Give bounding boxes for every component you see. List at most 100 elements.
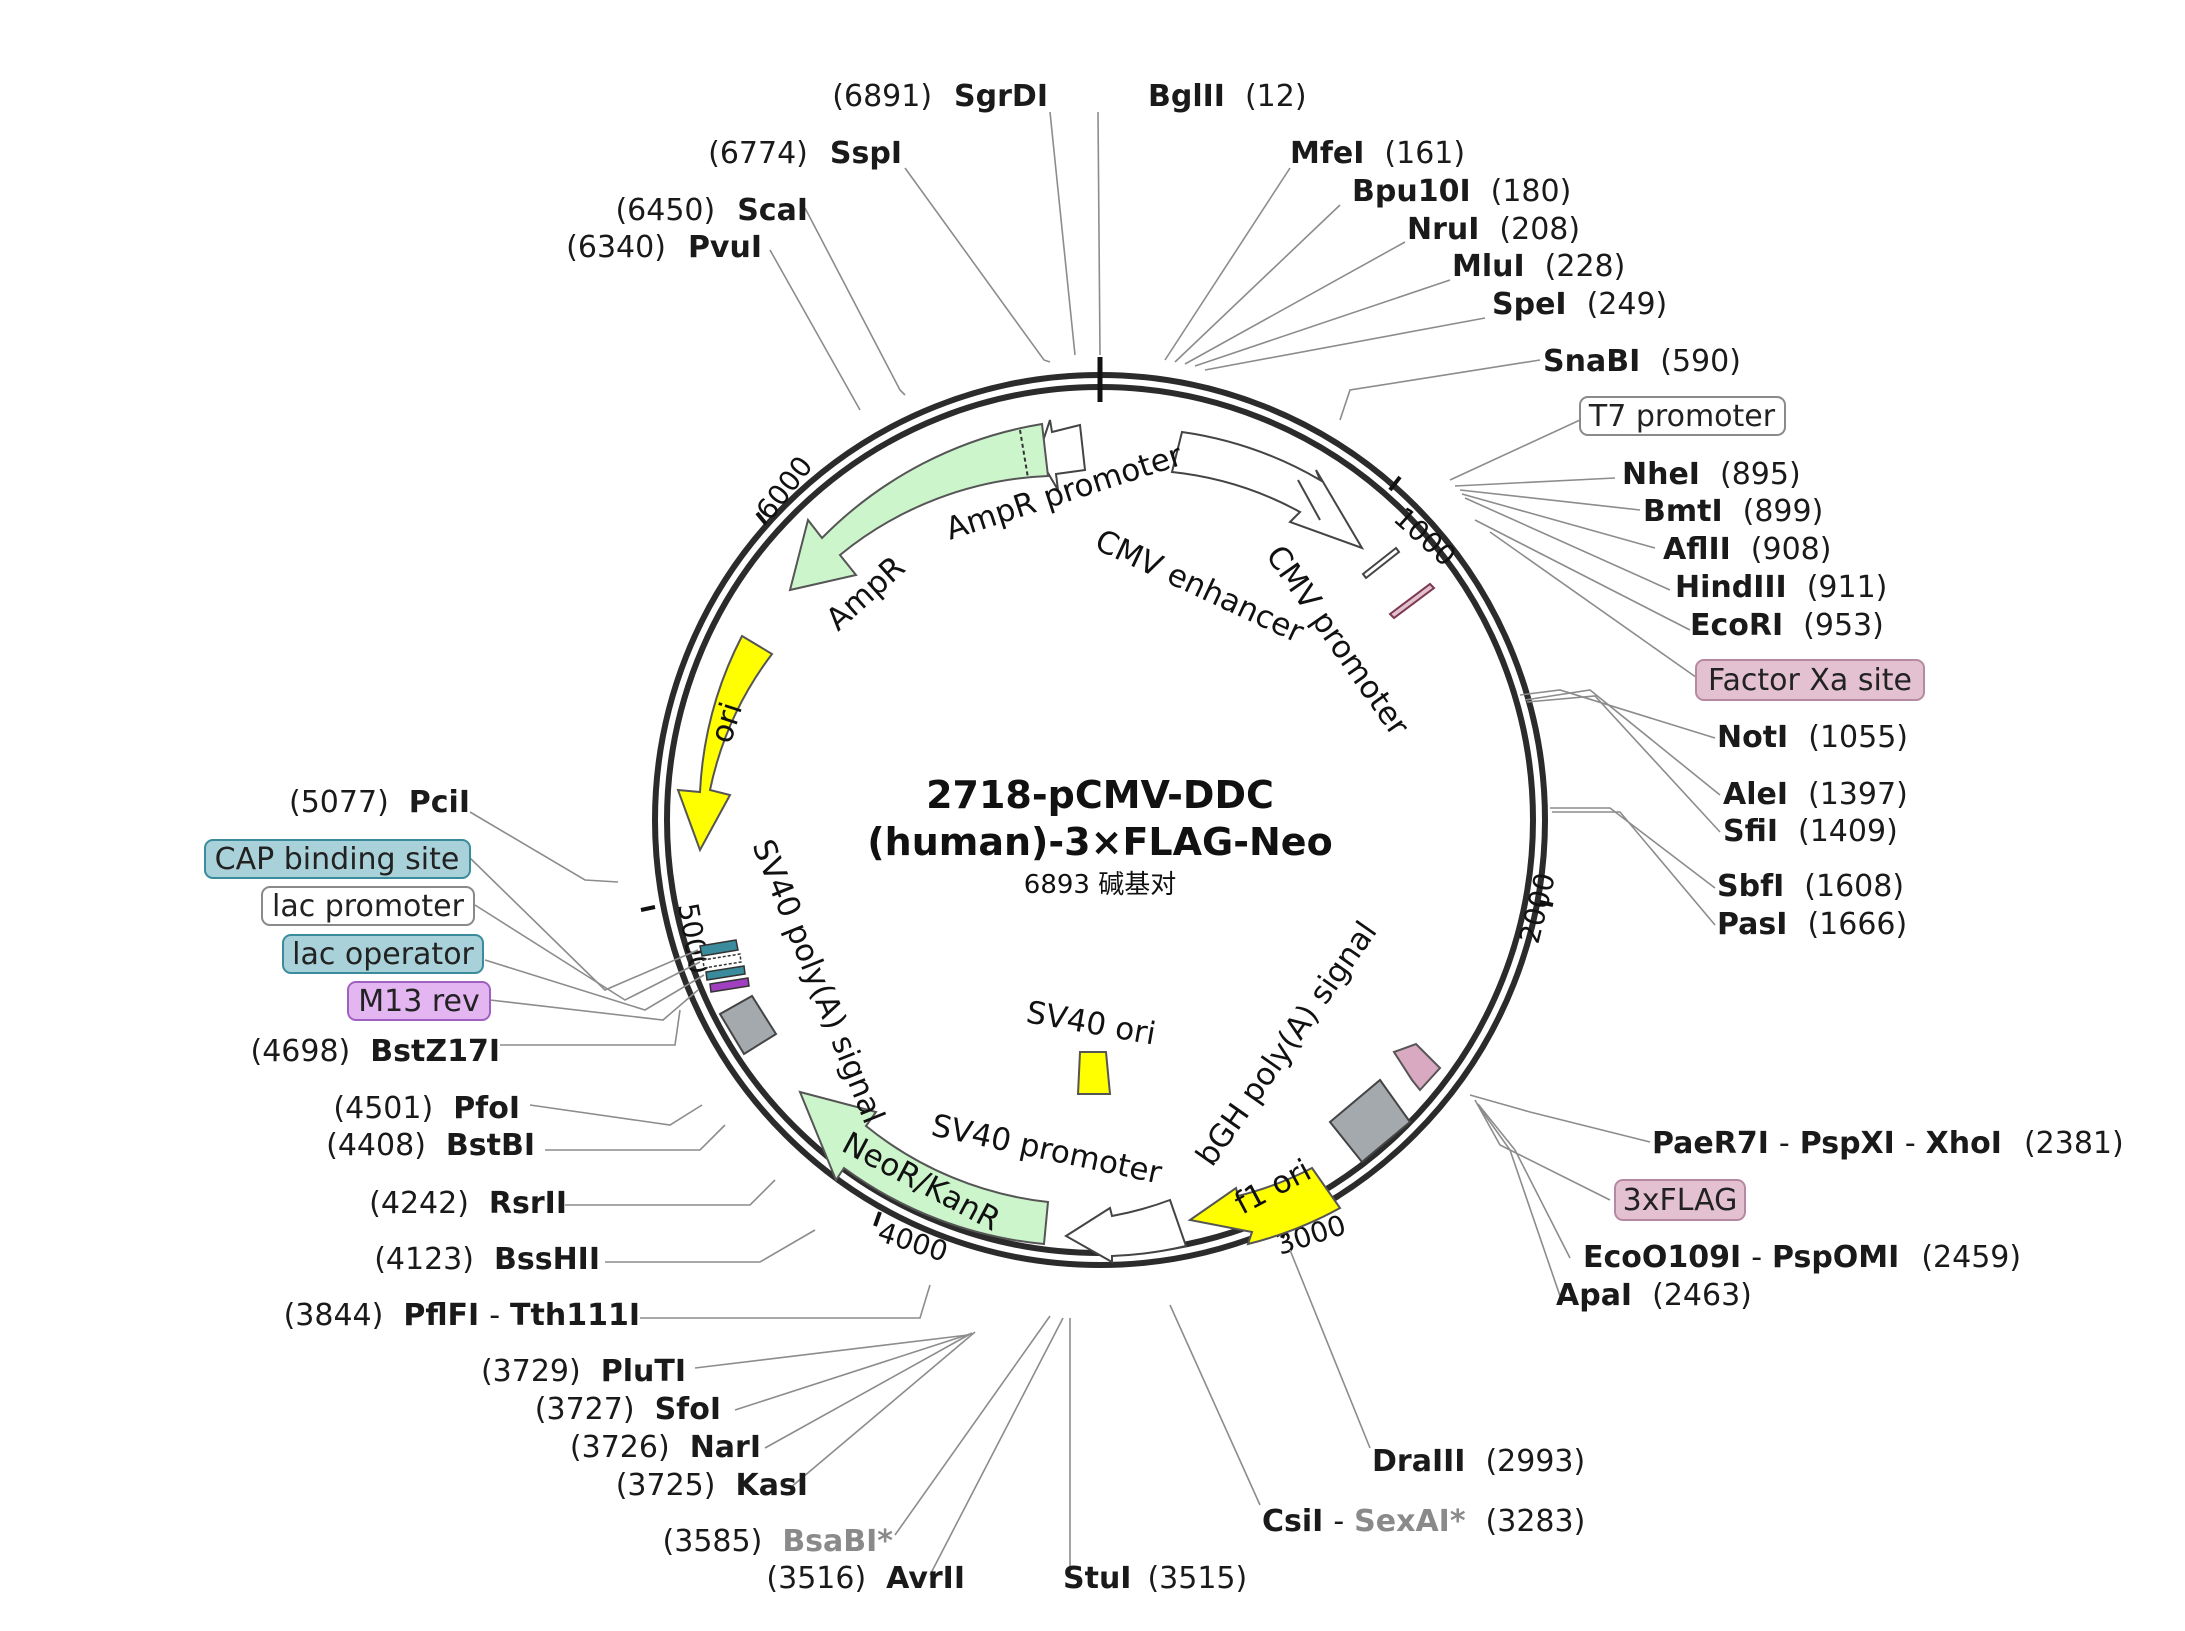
site-avrii: (3516)AvrII	[766, 1561, 965, 1596]
site-apai: ApaI(2463)	[1556, 1278, 1752, 1313]
leader-nhei	[1454, 477, 1616, 487]
site-draiii: DraIII(2993)	[1372, 1444, 1585, 1479]
tick-mark-4000	[873, 1211, 882, 1227]
leader-sbfi	[1550, 807, 1716, 889]
box-cap-binding	[204, 839, 471, 879]
leader-noti	[1519, 689, 1716, 739]
tick-mark-6000	[755, 511, 768, 526]
box-m13-rev-label: M13 rev	[358, 984, 479, 1019]
site-bstz17i: (4698)BstZ17I	[251, 1034, 501, 1069]
site-rsrii: (4242)RsrII	[369, 1186, 567, 1221]
leader-pcii	[469, 811, 619, 883]
sv40-promoter-arrow	[1064, 1198, 1188, 1264]
leader-sgrdi	[1049, 111, 1076, 356]
leader-mfei	[1164, 167, 1291, 361]
box-lac-promoter	[261, 886, 475, 926]
label-sv40-ori: SV40 ori	[1024, 994, 1159, 1052]
leader-pflfi	[640, 1284, 931, 1319]
leader-apai	[1479, 1107, 1561, 1297]
tick-label-6000: 6000	[750, 450, 820, 526]
leader-t7	[1449, 419, 1581, 481]
leader-ecori	[1474, 519, 1691, 631]
box-t7-promoter	[1579, 396, 1786, 436]
box-factor-xa-label: Factor Xa site	[1708, 663, 1912, 698]
leader-lacop	[484, 959, 705, 1011]
site-noti: NotI(1055)	[1717, 720, 1908, 755]
sv40-polya-block	[718, 994, 778, 1056]
leader-kasi	[789, 1331, 976, 1489]
leader-paer7i	[1469, 1094, 1651, 1143]
site-bmti: BmtI(899)	[1643, 494, 1823, 529]
site-sbfi: SbfI(1608)	[1717, 869, 1904, 904]
site-bglii: BglII(12)	[1148, 79, 1307, 114]
site-mfei: MfeI(161)	[1290, 136, 1465, 171]
site-pluti: (3729)PluTI	[481, 1354, 686, 1389]
site-pasi: PasI(1666)	[1717, 907, 1907, 942]
tick-mark-2000	[1539, 900, 1554, 907]
site-bpu10i: Bpu10I(180)	[1352, 174, 1571, 209]
leader-pfoi	[529, 1104, 703, 1126]
ampr-arrow	[788, 422, 1050, 592]
plasmid-length: 6893 碱基对	[1024, 870, 1176, 900]
plasmid-name-line2: (human)-3×FLAG-Neo	[867, 820, 1332, 864]
tick-mark-1000	[1388, 475, 1402, 492]
t7-promoter-marker	[1361, 546, 1401, 580]
label-sv40-promoter: SV40 promoter	[928, 1108, 1165, 1192]
site-pfoi: (4501)PfoI	[333, 1091, 520, 1126]
neor-arrow	[798, 1090, 1050, 1246]
lac-promoter-marker	[702, 953, 742, 969]
site-bsabi: (3585)BsaBI*	[663, 1524, 894, 1559]
site-pflfi: (3844)PflFI-Tth111I	[284, 1298, 640, 1333]
leader-pasi	[1552, 811, 1716, 926]
leader-bstz17i	[500, 1009, 681, 1046]
leader-bsabi	[894, 1315, 1051, 1536]
tick-label-2000: 2000	[1513, 870, 1562, 947]
leader-csii	[1169, 1304, 1261, 1506]
site-scai: (6450)ScaI	[615, 193, 808, 228]
site-sgrdi: (6891)SgrDI	[832, 79, 1048, 114]
ori-arrow	[676, 634, 774, 853]
m13-rev-marker	[709, 977, 750, 993]
label-sv40-polya: SV40 poly(A) signal	[745, 835, 892, 1129]
leader-aflii	[1461, 493, 1656, 549]
leader-bsshii	[605, 1229, 816, 1263]
leader-cap	[469, 857, 699, 991]
leader-snabi	[1339, 359, 1541, 421]
site-paer7i: PaeR7I-PspXI-XhoI(2381)	[1652, 1126, 2124, 1161]
ampr-divider	[1019, 429, 1029, 479]
leader-nari	[764, 1332, 973, 1449]
site-sspi: (6774)SspI	[708, 136, 902, 171]
box-factor-xa	[1695, 659, 1925, 701]
bgh-polya-block	[1328, 1078, 1412, 1164]
leader-sspi	[904, 167, 1051, 363]
site-pvui: (6340)PvuI	[566, 230, 762, 265]
sv40-ori-block	[1076, 1051, 1112, 1095]
site-mlui: MluI(228)	[1452, 249, 1625, 284]
leader-factorxa	[1489, 531, 1701, 681]
plasmid-name-line1: 2718-pCMV-DDC	[926, 773, 1274, 817]
box-flag3x	[1614, 1179, 1746, 1221]
leader-bmti	[1459, 489, 1641, 511]
box-cap-binding-label: CAP binding site	[215, 842, 460, 877]
site-stui: StuI(3515)	[1063, 1561, 1247, 1596]
site-hindiii: HindIII(911)	[1675, 570, 1887, 605]
flag3x-marker	[1392, 1042, 1442, 1092]
leader-rsrii	[565, 1179, 776, 1206]
cmv-divider	[1297, 479, 1321, 521]
site-alei: AleI(1397)	[1723, 777, 1908, 812]
leader-sfii	[1526, 695, 1721, 833]
site-kasi: (3725)KasI	[616, 1468, 808, 1503]
box-t7-promoter-label: T7 promoter	[1588, 399, 1776, 434]
leader-mlui	[1194, 279, 1451, 367]
leader-pvui	[769, 249, 861, 411]
ampr-promoter-arrow	[1036, 419, 1087, 491]
f1-ori-arrow	[1187, 1166, 1342, 1246]
box-lac-promoter-label: lac promoter	[272, 889, 465, 924]
leader-bstbi	[545, 1124, 726, 1151]
leader-eco0109i	[1477, 1103, 1571, 1259]
box-lac-operator	[282, 934, 484, 974]
factor-xa-marker	[1388, 582, 1436, 620]
site-sfii: SfiI(1409)	[1723, 814, 1898, 849]
site-nari: (3726)NarI	[570, 1430, 761, 1465]
